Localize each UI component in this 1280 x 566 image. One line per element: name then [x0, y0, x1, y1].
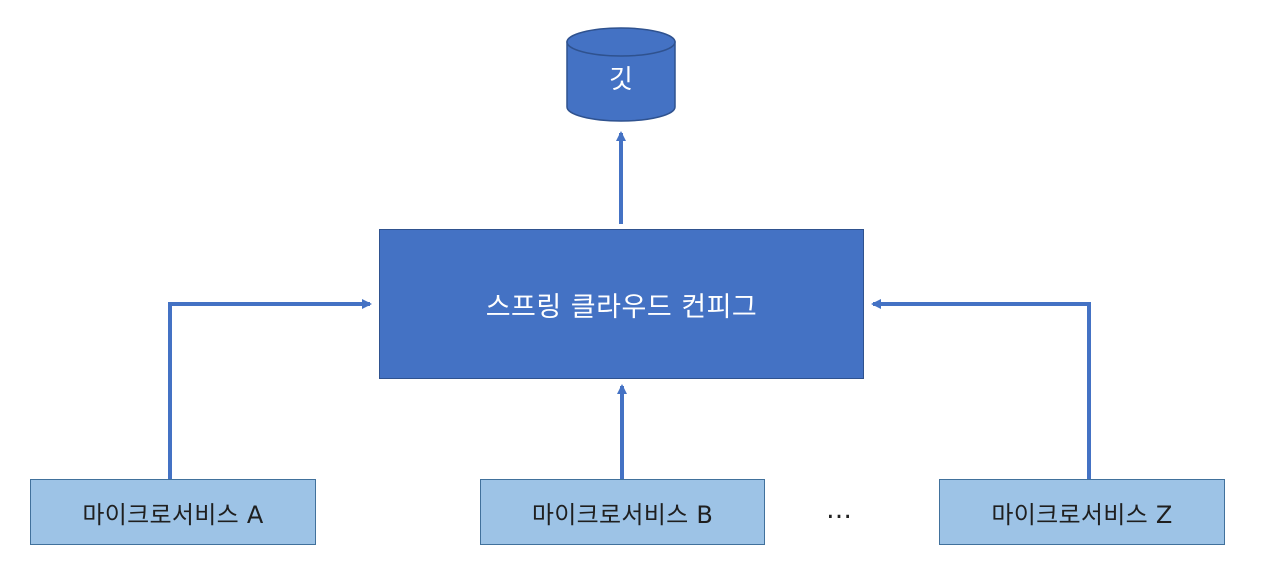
microservice-b-box: 마이크로서비스 B [480, 479, 765, 545]
git-repository-label: 깃 [609, 65, 633, 95]
spring-cloud-config-box: 스프링 클라우드 컨피그 [379, 229, 864, 379]
arrow-service-z-to-hub [871, 299, 1091, 479]
microservice-a-label: 마이크로서비스 A [82, 500, 264, 529]
spring-cloud-config-label: 스프링 클라우드 컨피그 [485, 291, 758, 323]
arrow-service-a-to-hub [168, 299, 372, 479]
git-repository: 깃 [566, 27, 676, 122]
microservice-z-label: 마이크로서비스 Z [991, 500, 1173, 529]
microservice-b-label: 마이크로서비스 B [531, 500, 714, 529]
more-services-ellipsis: … [826, 495, 854, 525]
microservice-z-box: 마이크로서비스 Z [939, 479, 1225, 545]
database-cylinder-icon [566, 27, 676, 122]
microservice-a-box: 마이크로서비스 A [30, 479, 316, 545]
